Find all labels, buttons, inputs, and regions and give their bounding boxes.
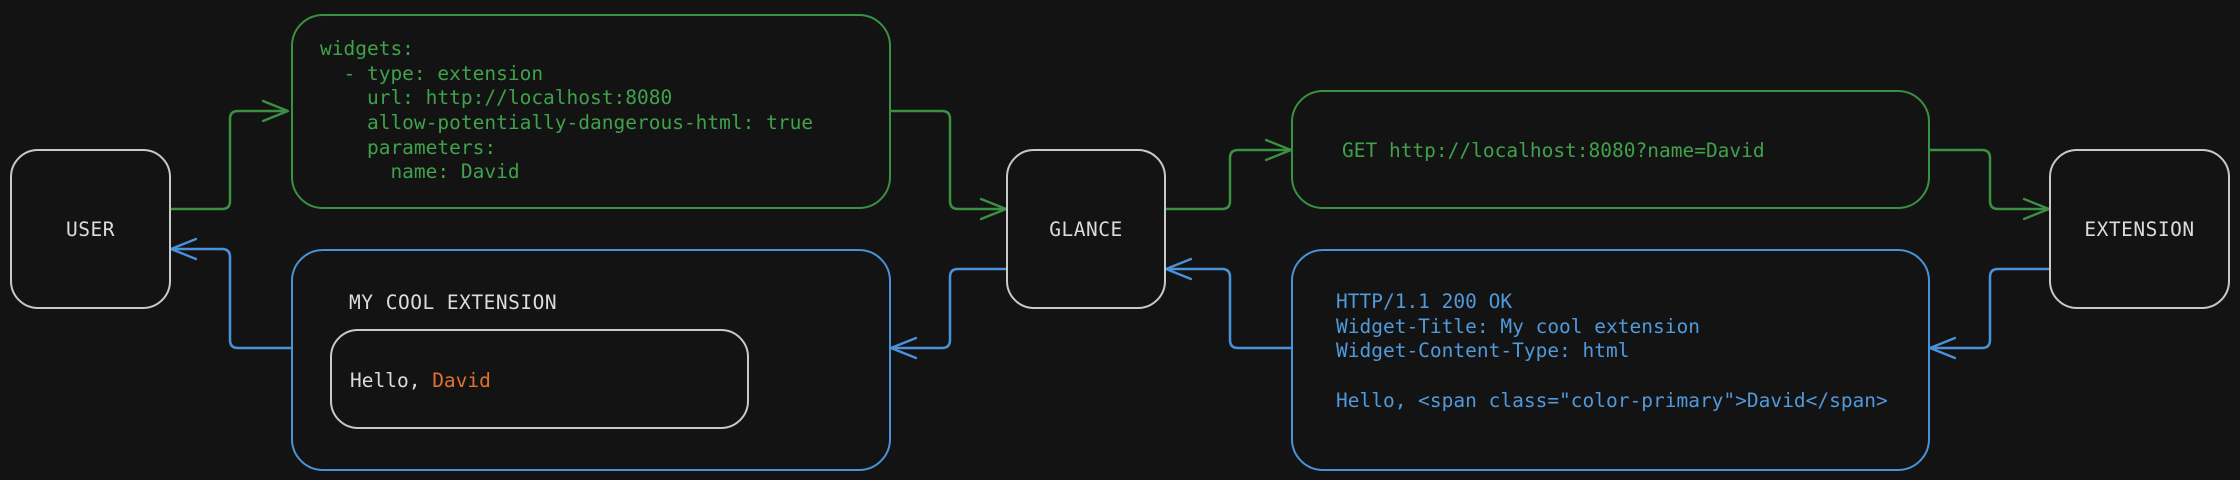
- yaml-line: - type: extension: [320, 61, 544, 85]
- arrow-glance-to-request: [1164, 138, 1293, 211]
- config-yaml-box: [291, 14, 891, 209]
- widget-greeting: Hello, David: [350, 368, 491, 393]
- http-request-line: GET http://localhost:8080?name=David: [1342, 139, 1765, 162]
- response-line: Widget-Title: My cool extension: [1336, 314, 1700, 338]
- arrowhead-left-icon: [1928, 336, 1957, 360]
- greeting-prefix: Hello,: [350, 369, 433, 392]
- yaml-line: url: http://localhost:8080: [320, 86, 673, 110]
- response-line: Widget-Content-Type: html: [1336, 339, 1630, 363]
- config-yaml-code: widgets: - type: extension url: http://l…: [320, 37, 813, 185]
- node-glance-label: GLANCE: [1049, 217, 1123, 241]
- widget-render-box: [291, 249, 891, 471]
- response-line: [1336, 364, 1888, 389]
- arrow-extension-to-response: [1928, 267, 2051, 360]
- yaml-line: name: David: [320, 160, 520, 184]
- node-extension: EXTENSION: [2049, 149, 2230, 309]
- arrow-config-to-glance: [889, 109, 1008, 221]
- yaml-line: parameters:: [320, 135, 497, 159]
- yaml-line: allow-potentially-dangerous-html: true: [320, 111, 814, 135]
- yaml-line: widgets:: [320, 37, 414, 60]
- arrowhead-left-icon: [1164, 257, 1193, 281]
- arrowhead-left-icon: [889, 336, 918, 360]
- node-user: USER: [10, 149, 171, 309]
- arrow-glance-to-widget: [889, 267, 1008, 360]
- http-response-code: HTTP/1.1 200 OK Widget-Title: My cool ex…: [1336, 290, 1888, 413]
- http-request-box: [1291, 90, 1930, 209]
- widget-title: MY COOL EXTENSION: [349, 291, 558, 314]
- node-user-label: USER: [66, 217, 115, 241]
- http-response-box: [1291, 249, 1930, 471]
- arrow-user-to-config: [169, 99, 290, 211]
- arrowhead-left-icon: [169, 237, 198, 261]
- response-line: HTTP/1.1 200 OK: [1336, 290, 1513, 313]
- response-line: Hello, <span class="color-primary">David…: [1336, 388, 1888, 412]
- arrowhead-right-icon: [261, 99, 290, 123]
- arrow-widget-to-user: [169, 237, 293, 350]
- widget-content-box: [330, 329, 749, 429]
- greeting-name: David: [432, 369, 491, 392]
- arrow-response-to-glance: [1164, 257, 1293, 350]
- arrow-request-to-extension: [1928, 148, 2051, 221]
- node-extension-label: EXTENSION: [2084, 217, 2195, 241]
- node-glance: GLANCE: [1006, 149, 1166, 309]
